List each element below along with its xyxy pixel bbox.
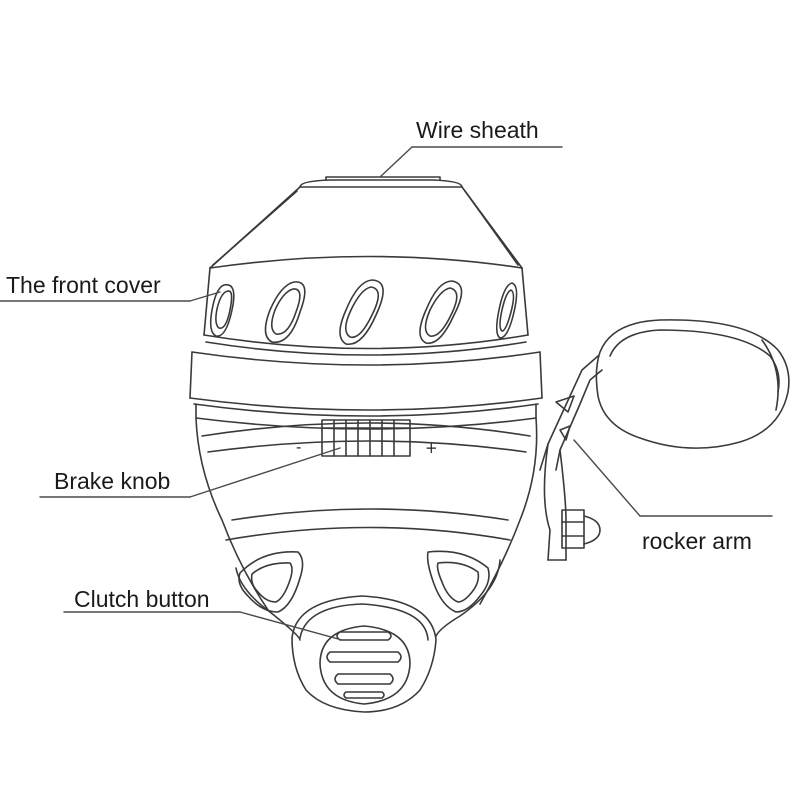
- clutch-button-leader: [239, 611, 343, 641]
- side-buttons: [238, 550, 490, 613]
- leader-lines: [0, 146, 773, 641]
- front-cover-leader: [189, 291, 221, 302]
- knob-plus-symbol: +: [425, 439, 438, 457]
- housing-band: [189, 351, 543, 430]
- wire-sheath: [299, 176, 463, 188]
- clutch-button-drawing: [291, 595, 437, 713]
- knob-minus-symbol: -: [296, 438, 302, 456]
- front-cover: [203, 186, 529, 356]
- rocker-arm-drawing: [539, 319, 790, 561]
- brake-knob-label: Brake knob: [54, 468, 171, 494]
- front-cover-label: The front cover: [6, 272, 161, 298]
- wire-sheath-leader: [379, 146, 413, 178]
- lower-body: [195, 417, 538, 641]
- rocker-arm-label: rocker arm: [642, 528, 752, 554]
- brake-knob-drawing: [321, 419, 411, 457]
- rocker-arm-leader: [573, 439, 641, 517]
- wire-sheath-label: Wire sheath: [416, 117, 539, 143]
- vent-slots: [209, 279, 518, 346]
- clutch-button-label: Clutch button: [74, 586, 210, 612]
- brake-knob-leader: [189, 447, 341, 498]
